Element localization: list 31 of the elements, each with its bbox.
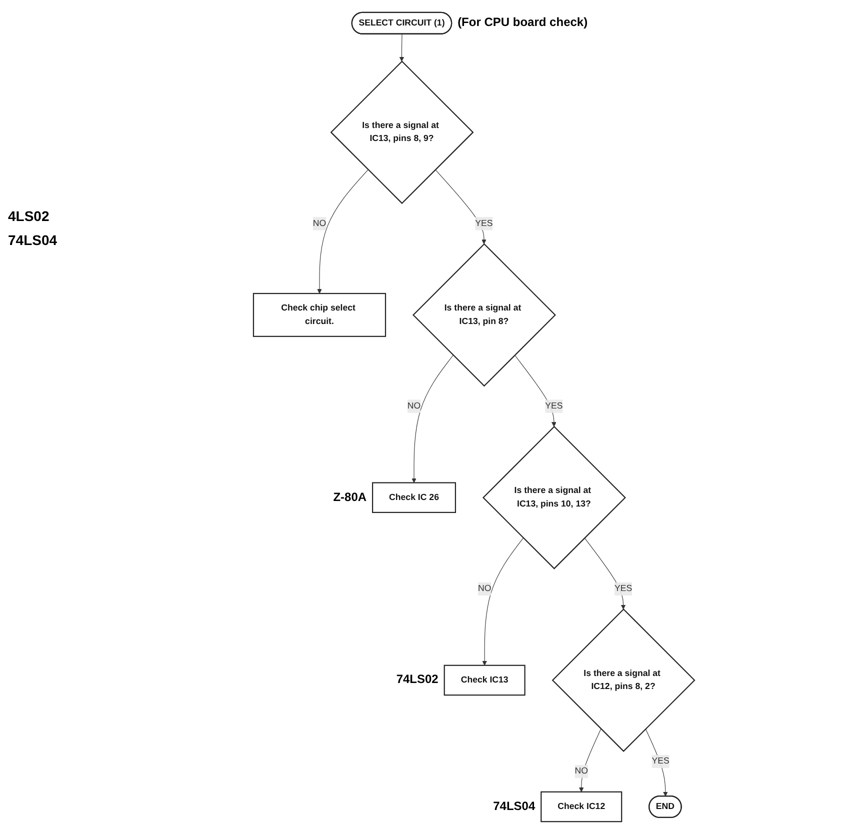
node-diamond: Is there a signal at IC13, pins 8, 9?	[330, 60, 474, 204]
node-box: Check IC 26	[372, 482, 456, 513]
side-note: Z-80A	[333, 490, 367, 504]
edge-label: YES	[545, 401, 563, 411]
edge-label: YES	[652, 756, 670, 766]
side-note: (For CPU board check)	[458, 15, 588, 30]
edge-label: NO	[478, 584, 492, 594]
arrow	[317, 169, 368, 294]
node-box: Check IC12	[540, 791, 622, 822]
arrow	[435, 169, 486, 244]
chip-label: 4LS02	[8, 208, 50, 224]
arrow	[578, 728, 602, 792]
node-diamond: Is there a signal at IC13, pin 8?	[412, 243, 556, 387]
arrow	[482, 538, 524, 666]
arrow	[584, 538, 626, 610]
edge-label: NO	[312, 218, 326, 228]
arrow	[399, 34, 404, 62]
node-box: Check chip select circuit.	[252, 292, 386, 337]
edge-label: NO	[574, 766, 588, 776]
side-note: 74LS04	[493, 798, 536, 813]
chip-label: 74LS04	[8, 232, 58, 248]
edge-label: YES	[614, 584, 632, 594]
arrow	[412, 354, 454, 483]
edge-label: NO	[407, 401, 421, 411]
arrow	[645, 728, 668, 797]
edge-label: YES	[475, 218, 493, 228]
side-note: 74LS02	[396, 672, 438, 686]
node-diamond: Is there a signal at IC12, pins 8, 2?	[552, 608, 696, 752]
node-box: Check IC13	[444, 664, 526, 696]
arrow	[514, 354, 556, 427]
node-diamond: Is there a signal at IC13, pins 10, 13?	[482, 426, 626, 570]
